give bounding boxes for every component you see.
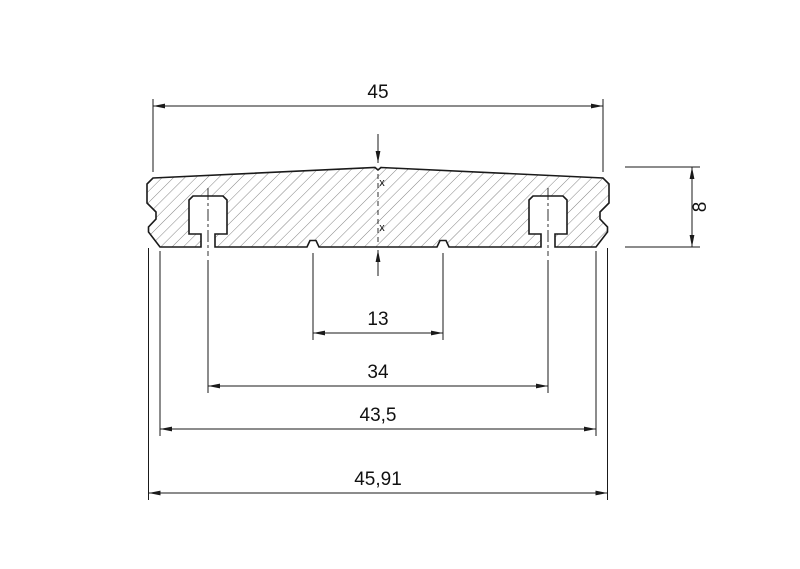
dimension-34-label: 34 — [367, 362, 389, 383]
slot-centerlines — [207, 174, 549, 256]
profile-section — [146, 166, 610, 248]
crown-lower-label: x — [379, 222, 385, 234]
dimension-height: 8 — [625, 166, 711, 248]
profile-outline — [146, 166, 610, 248]
crown-dimension-x: x x — [375, 134, 385, 276]
dimension-slot-spacing: 34 — [207, 260, 549, 393]
dimension-overall-width: 45,91 — [148, 248, 608, 500]
dimension-13-label: 13 — [367, 309, 388, 330]
crown-upper-label: x — [379, 177, 385, 189]
dimension-base-width: 43,5 — [159, 251, 597, 436]
dimension-43-5-label: 43,5 — [360, 405, 397, 426]
dimension-45-label: 45 — [367, 82, 388, 103]
dimension-45-91-label: 45,91 — [354, 469, 402, 490]
dimension-top-width: 45 — [152, 82, 604, 172]
dimension-notch-spacing: 13 — [312, 253, 444, 340]
dimension-8-label: 8 — [690, 202, 711, 213]
